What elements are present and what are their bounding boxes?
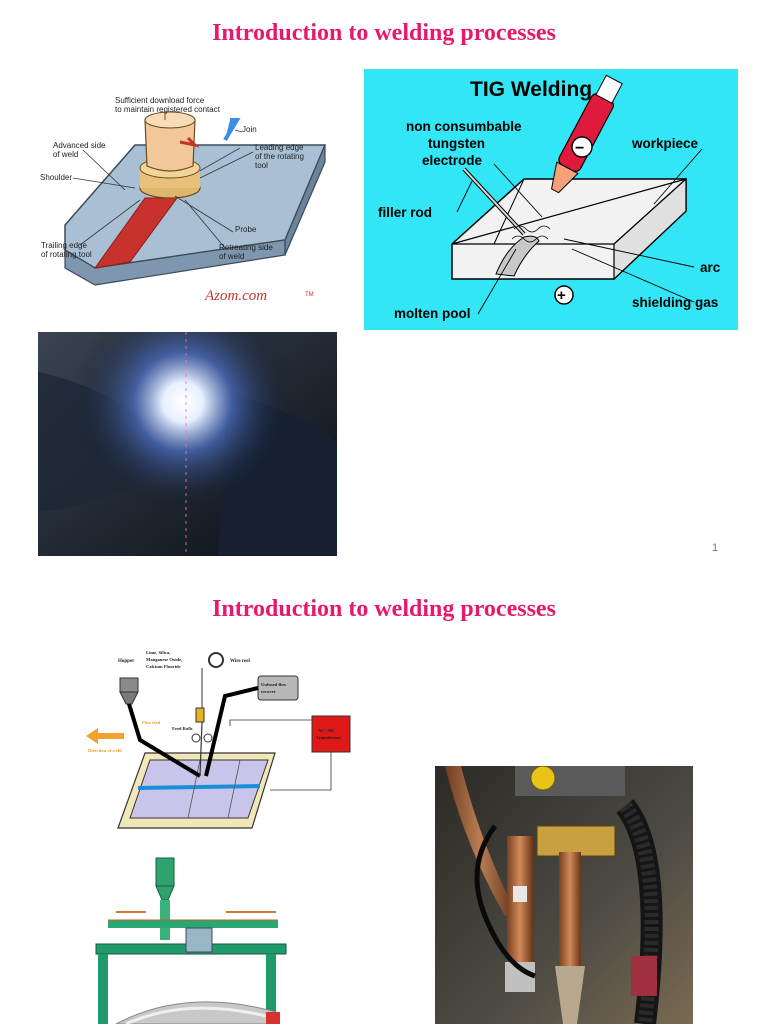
page-number: 1 (712, 542, 719, 554)
label-leading-edge-2: of the rotating (255, 152, 304, 161)
azom-logo-tm: TM (305, 292, 314, 298)
label-unfused-flux-1: Unfused flux (261, 682, 287, 687)
label-arc: arc (700, 260, 721, 275)
label-flux-composition-2: Manganese Oxide, (146, 657, 182, 662)
label-feed-rolls: Feed Rolls (172, 726, 193, 731)
label-hopper: Hopper (118, 659, 135, 664)
label-advanced-side-2: of weld (53, 150, 78, 159)
label-electrode-3: electrode (422, 153, 483, 168)
label-shielding-gas: shielding gas (632, 295, 718, 310)
azom-logo: Azom.com (204, 288, 267, 304)
label-registered-contact: to maintain registered contact (115, 105, 221, 114)
label-trailing-edge-1: Trailing edge (41, 241, 88, 250)
label-join: Join (242, 125, 257, 134)
tig-title: TIG Welding (470, 78, 592, 101)
label-leading-edge-3: tool (255, 161, 268, 170)
slide-title: Introduction to welding processes (212, 20, 556, 46)
label-flux-feed: Flux feed (142, 720, 161, 725)
label-filler-rod: filler rod (378, 205, 432, 220)
label-transformer-2: Transformer (316, 735, 341, 740)
friction-stir-welding-diagram: Sufficient download force to maintain re… (35, 90, 335, 310)
label-workpiece: workpiece (631, 136, 699, 151)
label-download-force: Sufficient download force (115, 96, 205, 105)
label-flux-composition-3: Calcium Fluoride (146, 664, 181, 669)
label-direction-of-weld: Direction of weld (88, 748, 122, 753)
tig-welding-diagram: TIG Welding + − (364, 69, 738, 330)
label-electrode-2: tungsten (428, 136, 485, 151)
slide-divider (0, 571, 768, 572)
label-retreating-side-2: of weld (219, 252, 244, 261)
label-flux-composition-1: Lime, Silica, (146, 650, 170, 655)
label-electrode-1: non consumbable (406, 119, 522, 134)
label-wire-reel: Wire reel (230, 659, 250, 664)
label-trailing-edge-2: of rotating tool (41, 250, 92, 259)
gantry-welding-machine-photo (86, 852, 296, 1024)
label-leading-edge-1: Leading edge (255, 143, 304, 152)
submerged-arc-welding-diagram: Hopper Lime, Silica, Manganese Oxide, Ca… (80, 648, 360, 833)
welding-arc-photo (38, 332, 337, 556)
label-shoulder: Shoulder (40, 173, 72, 182)
welding-torch-photo (435, 766, 693, 1024)
label-advanced-side-1: Advanced side (53, 141, 106, 150)
label-transformer-1: AC / DC (318, 728, 335, 733)
label-molten-pool: molten pool (394, 306, 471, 321)
label-unfused-flux-2: recover (261, 689, 276, 694)
label-probe: Probe (235, 225, 257, 234)
slide-title: Introduction to welding processes (212, 596, 556, 622)
minus-terminal: − (575, 140, 584, 157)
plus-terminal: + (557, 287, 566, 304)
label-retreating-side-1: Retreating side (219, 243, 273, 252)
